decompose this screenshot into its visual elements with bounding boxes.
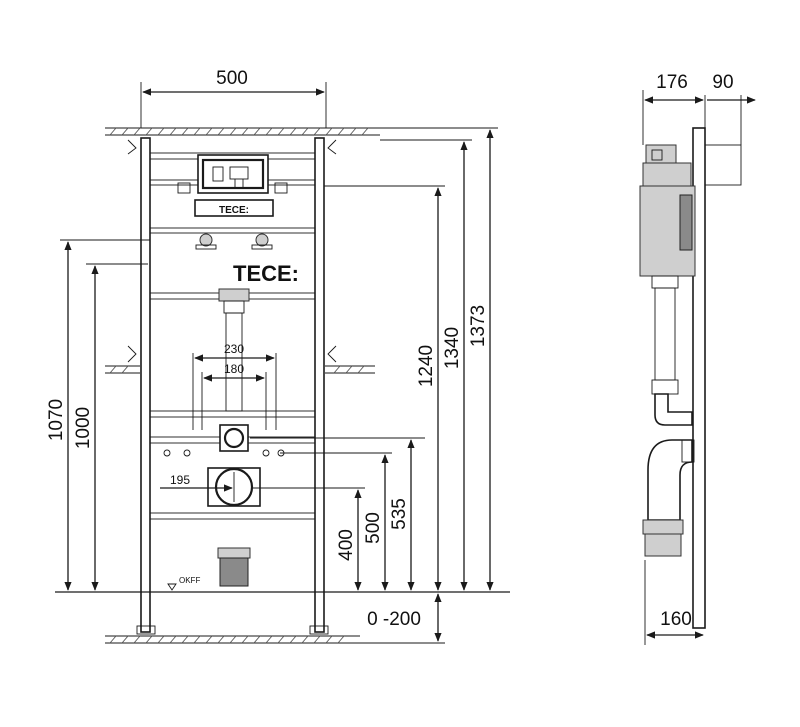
side-view: 176 90 160 [639, 72, 756, 645]
dim-535-label: 535 [389, 498, 410, 530]
dim-500-height: 500 [280, 452, 392, 591]
dim-side-top: 176 90 [642, 72, 756, 145]
dim-176-label: 176 [656, 72, 688, 93]
dim-195: 195 [160, 473, 233, 492]
cistern-top-frame [177, 154, 288, 194]
flush-pipe [218, 288, 250, 412]
ceiling-hatch [105, 127, 380, 136]
floor-level: OKFF [55, 576, 510, 593]
dim-width-label: 500 [216, 68, 248, 89]
side-flush-pipe [651, 275, 693, 426]
dim-width-500: 500 [140, 68, 327, 128]
dim-1000-label: 1000 [73, 407, 94, 449]
side-cistern [639, 144, 696, 277]
dim-90-label: 90 [712, 72, 733, 93]
dim-400: 400 [252, 487, 365, 591]
dim-1340-label: 1340 [442, 327, 463, 369]
dim-180: 180 [201, 362, 267, 430]
brand-logo-main: TECE: [233, 261, 299, 286]
dim-floor-label: 0 -200 [367, 609, 421, 630]
floor-hatch [105, 635, 360, 644]
wc-connection [163, 424, 285, 507]
dim-180-label: 180 [224, 362, 244, 376]
wall-anchor-hatch [105, 139, 375, 374]
brand-logo-small: TECE: [219, 205, 249, 216]
dim-400-label: 400 [336, 529, 357, 561]
dim-195-label: 195 [170, 473, 190, 487]
side-waste-bend [642, 439, 695, 557]
dim-1373-label: 1373 [468, 305, 489, 347]
dim-535: 535 [250, 437, 425, 591]
dim-160-label: 160 [660, 609, 692, 630]
dim-1240-label: 1240 [416, 345, 437, 387]
floor-level-label: OKFF [179, 576, 200, 585]
water-valves [195, 233, 273, 250]
dim-500-height-label: 500 [363, 512, 384, 544]
side-wall [692, 95, 742, 629]
dim-1000: 1000 [73, 263, 148, 591]
tece-plate-small: TECE: [194, 199, 274, 217]
front-view: TECE: TECE: [46, 68, 510, 644]
drain-elbow [217, 547, 251, 587]
dim-1070: 1070 [46, 239, 150, 591]
dim-1070-label: 1070 [46, 399, 67, 441]
dim-floor-range: 0 -200 [360, 593, 445, 644]
dim-230: 230 [192, 342, 277, 430]
dim-230-label: 230 [224, 342, 244, 356]
dim-side-bottom: 160 [644, 560, 704, 645]
dim-1373: 1373 [380, 127, 498, 591]
dim-1340: 1340 [380, 139, 472, 591]
dim-1240: 1240 [324, 185, 445, 591]
frame-uprights [136, 137, 329, 635]
